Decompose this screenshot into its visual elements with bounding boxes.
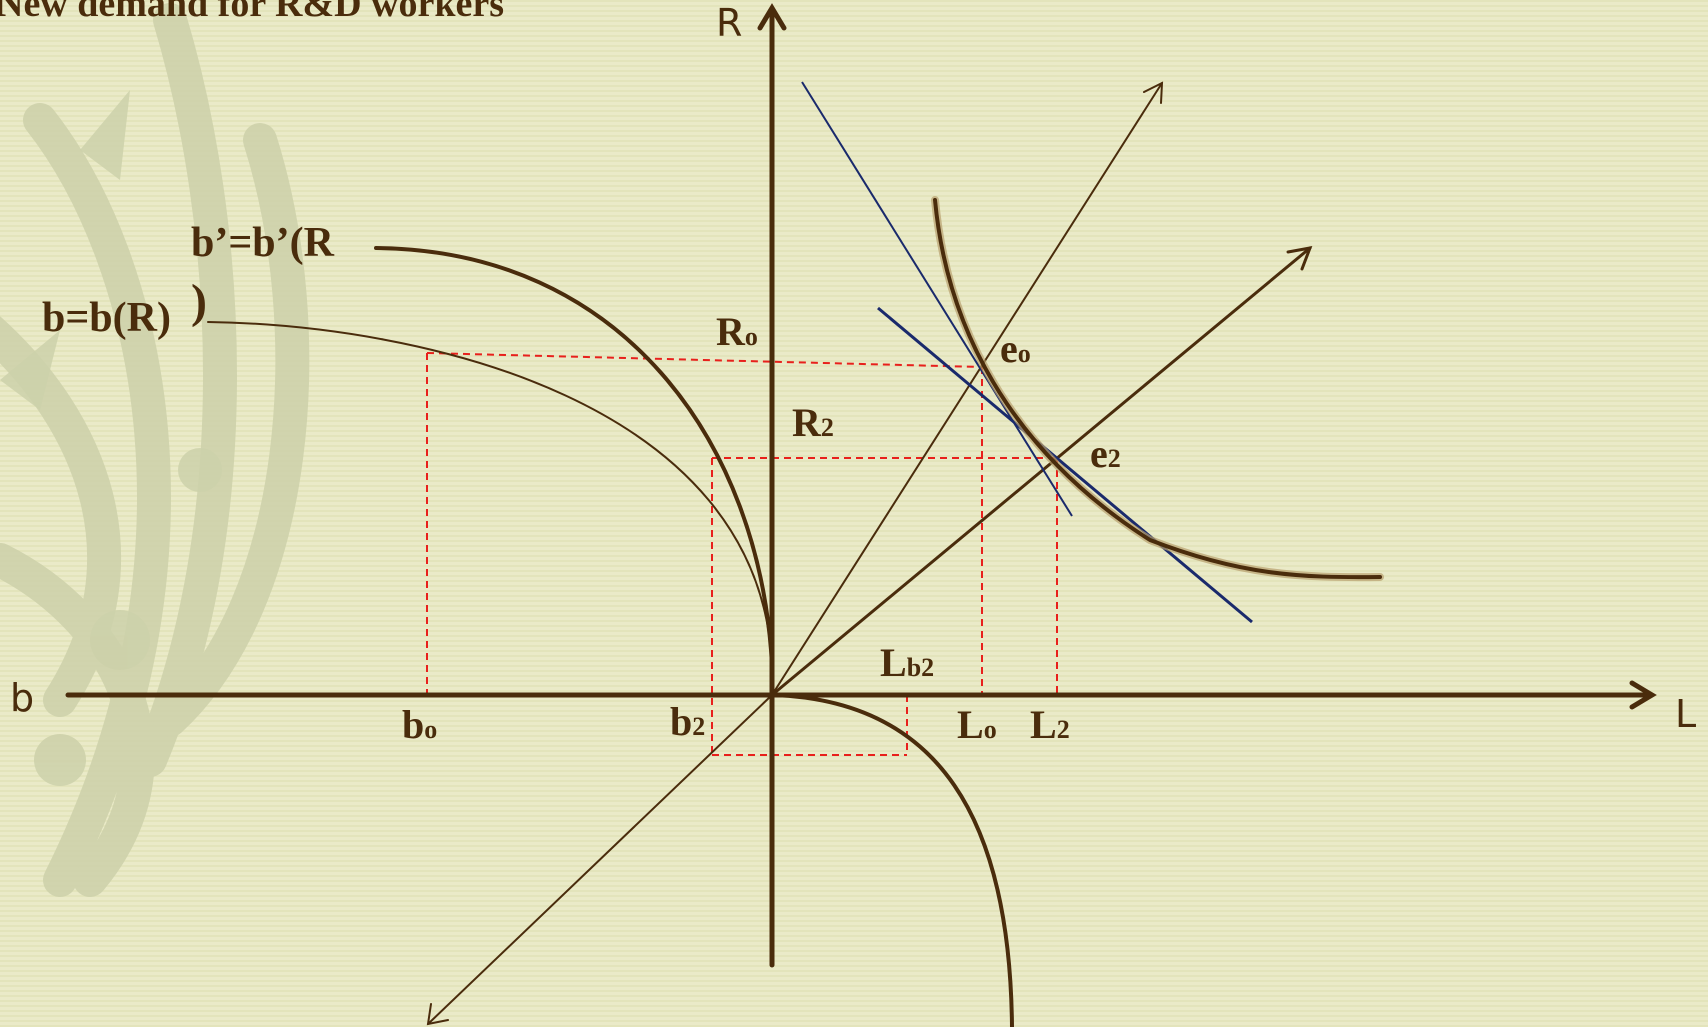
l-axis-label: L <box>1675 692 1696 736</box>
b2-label: b2 <box>670 699 705 744</box>
ray-through-e2 <box>770 246 1312 697</box>
l2-label: L2 <box>1030 702 1070 747</box>
e0-label: eo <box>1000 326 1031 371</box>
guide-lines <box>426 352 1058 756</box>
ray-lower-left-arrowhead <box>426 1003 449 1026</box>
r2-label: R2 <box>792 400 834 445</box>
ray-e2-arrowhead <box>1286 246 1313 271</box>
ray-e0-arrowhead <box>1143 81 1164 104</box>
b0-label: bo <box>402 702 437 747</box>
r-axis-label: R <box>716 1 742 45</box>
lb2-label: Lb2 <box>880 640 934 685</box>
tangent-line-e0 <box>801 81 1073 517</box>
tangent-line-e2 <box>877 306 1253 624</box>
l0-label: Lo <box>957 702 997 747</box>
ray-through-e0 <box>771 82 1163 696</box>
b-prime-curve-label: b’=b’(R <box>191 220 335 266</box>
b-prime-curve-paren: ) <box>191 275 207 328</box>
indifference-curve-shadow <box>931 196 1384 582</box>
b-curve-label: b=b(R) <box>42 295 171 341</box>
b-prime-curve <box>374 246 774 667</box>
b-curve <box>207 321 773 666</box>
r0-guide <box>426 352 983 368</box>
e2-label: e2 <box>1090 431 1121 476</box>
lower-right-curve <box>770 693 1014 1027</box>
ray-lower-left <box>427 694 773 1025</box>
r-axis-arrowhead <box>757 3 787 31</box>
indifference-curve <box>933 198 1382 580</box>
r0-label: Ro <box>716 309 758 354</box>
b-axis-label: b <box>10 676 34 720</box>
l-axis-arrowhead <box>1629 680 1657 710</box>
slide-title: New demand for R&D workers <box>0 0 505 25</box>
